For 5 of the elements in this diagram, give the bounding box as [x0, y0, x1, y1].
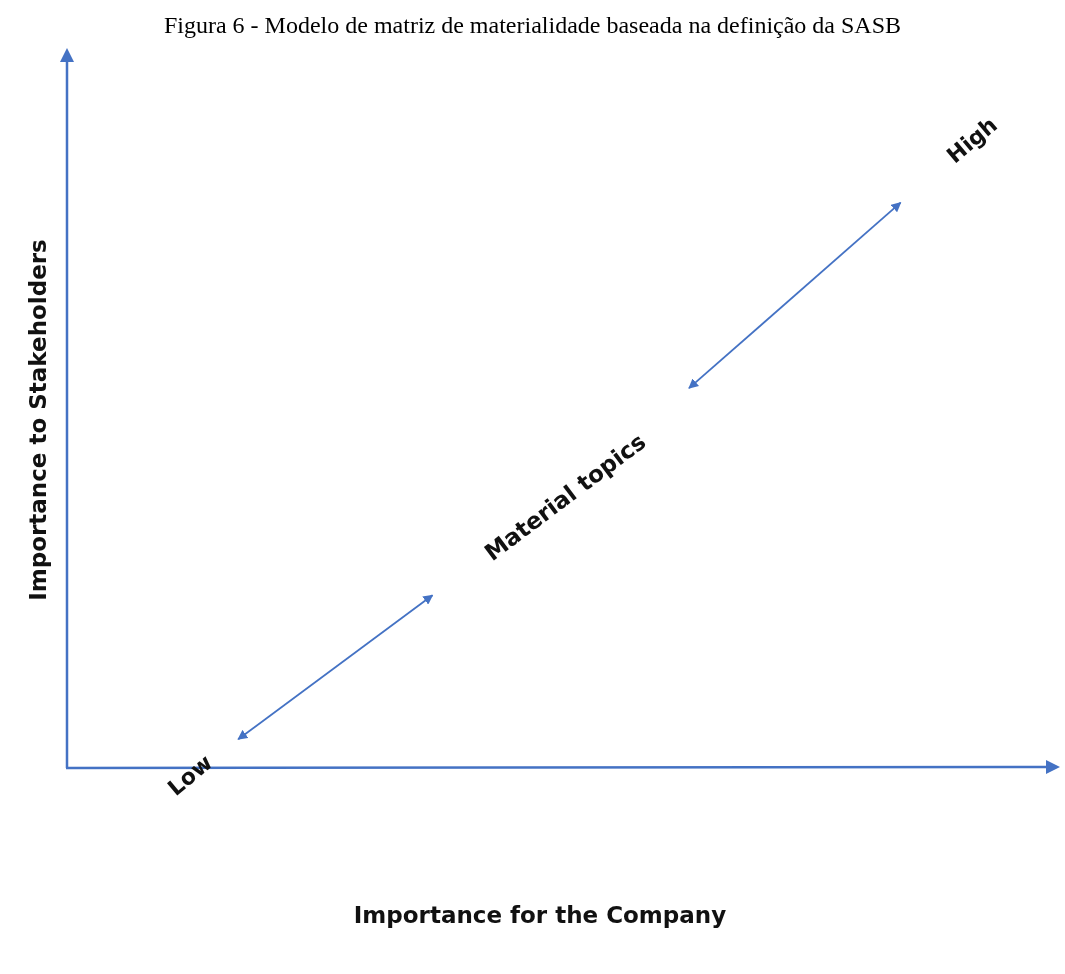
double-arrow: [688, 201, 902, 390]
axis-title: Importance for the Company: [353, 902, 727, 928]
figure-title: Figura 6 - Modelo de matriz de materialidade baseada na definição da SASB: [162, 12, 903, 39]
double-arrow: [237, 594, 434, 741]
axis-title: Importance to Stakeholders: [25, 239, 51, 601]
